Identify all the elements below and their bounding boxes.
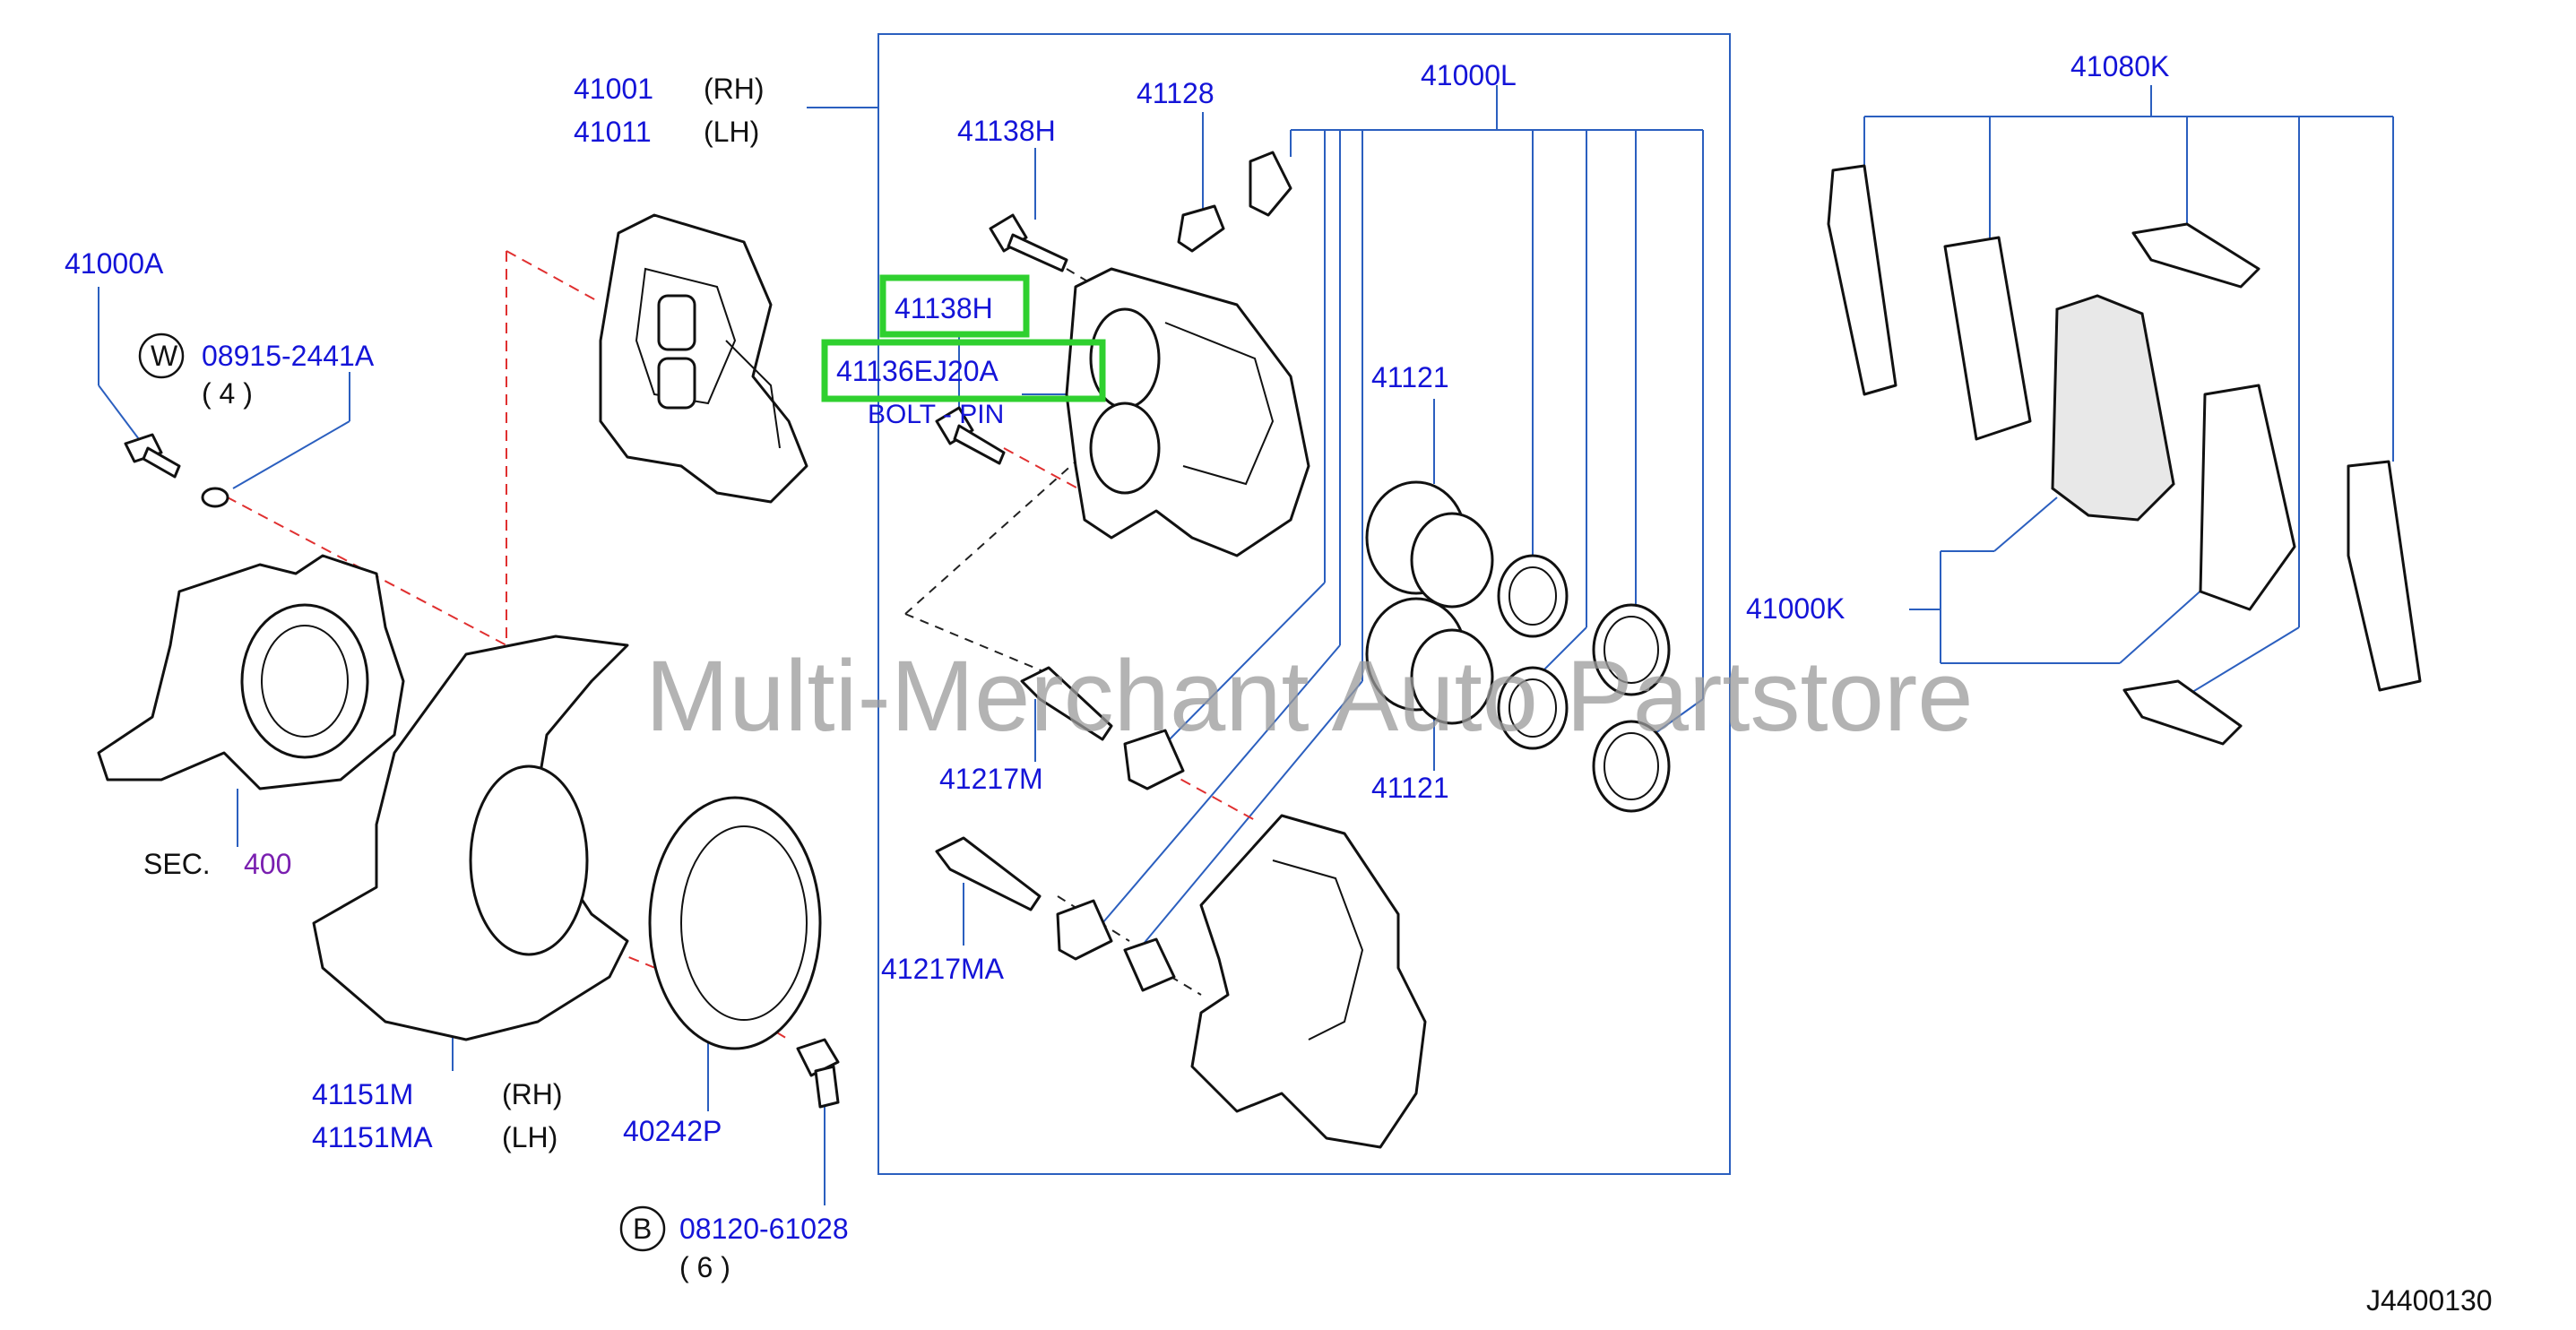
- label-pad-kit: 41000K: [1746, 592, 1845, 625]
- label-caliper-rh: 41001: [574, 73, 653, 105]
- washer-ref-circle: [138, 332, 185, 379]
- caliper-assembly-frame: [877, 33, 1731, 1175]
- highlight-box-41136ej20a: [821, 339, 1106, 402]
- label-caliper-kit: 41000L: [1421, 59, 1517, 91]
- label-bolt-ref: B: [633, 1213, 652, 1245]
- bolt-ref-circle: [619, 1205, 666, 1252]
- label-caliper-rh-side: (RH): [704, 73, 765, 105]
- label-plate: 40242P: [623, 1115, 722, 1147]
- highlight-box-41138h: [879, 274, 1030, 338]
- caliper-bracket-drawing: [1190, 814, 1427, 1149]
- steering-knuckle-drawing: [97, 554, 405, 790]
- leader-lines: [98, 85, 2394, 1205]
- bolt-drawings: [935, 151, 1292, 911]
- label-shield-lh-side: (LH): [502, 1121, 558, 1153]
- label-pin-sleeve-upper: 41217M: [939, 763, 1043, 795]
- pin-boot-drawings: [1056, 729, 1185, 992]
- label-piston-lower: 41121: [1371, 772, 1449, 804]
- brake-pad-drawings: [1827, 164, 2422, 746]
- label-shield-rh-side: (RH): [502, 1078, 563, 1110]
- label-bolt-top: 41138H: [957, 115, 1056, 147]
- label-shield-rh: 41151M: [312, 1078, 413, 1110]
- caliper-housing-drawing: [599, 213, 808, 504]
- label-pad-kit-top: 41080K: [2070, 50, 2169, 82]
- label-bolt-left: 41000A: [65, 247, 164, 280]
- label-shield-lh: 41151MA: [312, 1121, 433, 1153]
- part-labels: 41001 (RH) 41011 (LH) 41000L 41128 41138…: [65, 50, 2493, 1317]
- label-pin-sleeve-lower: 41217MA: [881, 953, 1005, 985]
- caliper-body-drawing: [1065, 267, 1310, 557]
- label-bolt-highlight: 41138H: [895, 292, 993, 324]
- piston-drawings: [1365, 480, 1671, 813]
- label-caliper-lh: 41011: [574, 116, 652, 148]
- label-washer-part: 08915-2441A: [202, 340, 375, 372]
- left-bolt-washer-drawing: [124, 433, 229, 508]
- dust-shield-drawing: [312, 635, 629, 1041]
- label-bolt-part: 08120-61028: [679, 1213, 849, 1245]
- watermark-text: Multi-Merchant Auto Partstore: [645, 640, 1973, 752]
- hub-bolt-drawing: [796, 1038, 840, 1109]
- label-piston-upper: 41121: [1371, 361, 1449, 393]
- label-caliper-lh-side: (LH): [704, 116, 759, 148]
- label-sec: SEC.: [143, 848, 211, 880]
- label-washer-ref: W: [151, 340, 178, 372]
- label-pin-highlight: 41136EJ20A: [836, 355, 999, 387]
- label-diagram-code: J4400130: [2366, 1284, 2493, 1317]
- label-pin-desc: BOLT - PIN: [868, 400, 1004, 429]
- label-bleeder: 41128: [1137, 77, 1215, 109]
- label-washer-qty: ( 4 ): [202, 377, 253, 410]
- label-sec-num: 400: [244, 848, 291, 880]
- backing-plate-drawing: [648, 796, 822, 1050]
- label-bolt-qty: ( 6 ): [679, 1251, 730, 1283]
